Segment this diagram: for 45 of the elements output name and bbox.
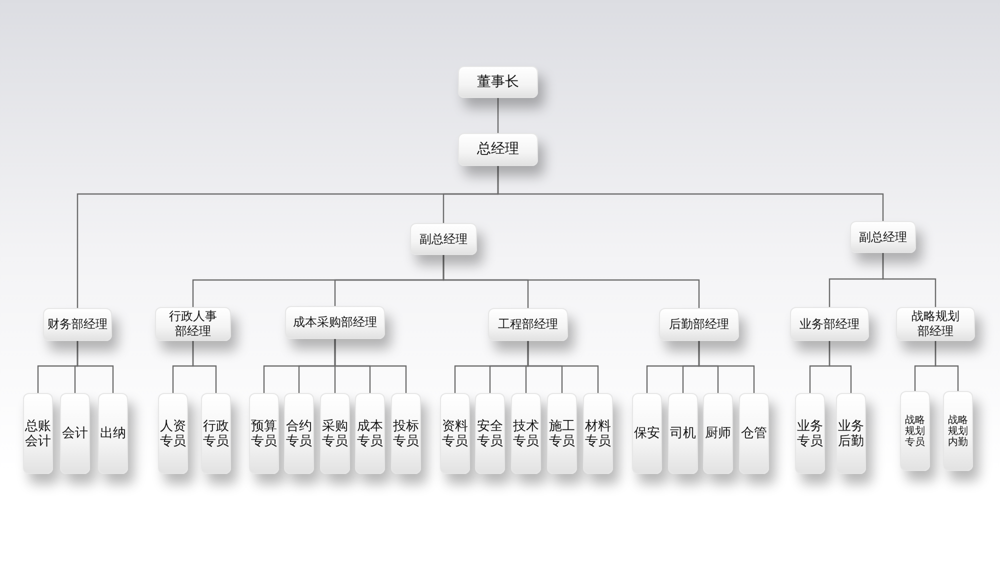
position-box: 副总经理	[850, 221, 916, 253]
position-box: 材料专员	[583, 393, 613, 474]
position-box: 总账会计	[23, 393, 53, 474]
position-box: 采购专员	[320, 393, 350, 474]
position-box: 安全专员	[475, 393, 505, 474]
position-box: 成本专员	[355, 393, 385, 474]
connector-line	[698, 341, 755, 393]
position-box: 成本采购部经理	[285, 306, 385, 339]
position-box: 工程部经理	[488, 308, 568, 341]
position-box: 副总经理	[410, 223, 477, 255]
connector-line	[828, 341, 852, 393]
position-box: 施工专员	[547, 393, 577, 474]
position-box: 总经理	[458, 133, 538, 166]
connector-line	[192, 341, 217, 393]
position-box: 投标专员	[391, 393, 421, 474]
position-box: 仓管	[739, 393, 769, 474]
position-box: 保安	[632, 393, 662, 474]
position-box: 业务部经理	[790, 307, 869, 341]
position-box: 技术专员	[511, 393, 541, 474]
position-box: 战略规划专员	[900, 391, 930, 471]
position-box: 厨师	[703, 393, 733, 474]
position-box: 会计	[60, 393, 90, 474]
connector-line	[442, 255, 700, 308]
connector-line	[497, 166, 884, 221]
connector-line	[934, 341, 959, 391]
connector-line	[497, 98, 499, 133]
connector-line	[527, 341, 599, 393]
position-box: 业务后勤	[836, 393, 866, 474]
position-box: 人资专员	[158, 393, 188, 474]
position-box: 董事长	[458, 66, 538, 98]
connector-line	[76, 341, 114, 393]
position-box: 出纳	[98, 393, 128, 474]
position-box: 司机	[668, 393, 698, 474]
position-box: 财务部经理	[43, 308, 112, 341]
connector-line	[334, 339, 407, 393]
position-box: 战略规划部经理	[896, 307, 975, 341]
position-box: 战略规划内勤	[943, 391, 973, 471]
position-box: 预算专员	[249, 393, 279, 474]
position-box: 后勤部经理	[659, 308, 739, 341]
position-box: 资料专员	[440, 393, 470, 474]
position-box: 合约专员	[284, 393, 314, 474]
position-box: 行政专员	[201, 393, 231, 474]
position-box: 行政人事部经理	[155, 307, 231, 341]
connector-line	[882, 253, 936, 307]
position-box: 业务专员	[795, 393, 825, 474]
